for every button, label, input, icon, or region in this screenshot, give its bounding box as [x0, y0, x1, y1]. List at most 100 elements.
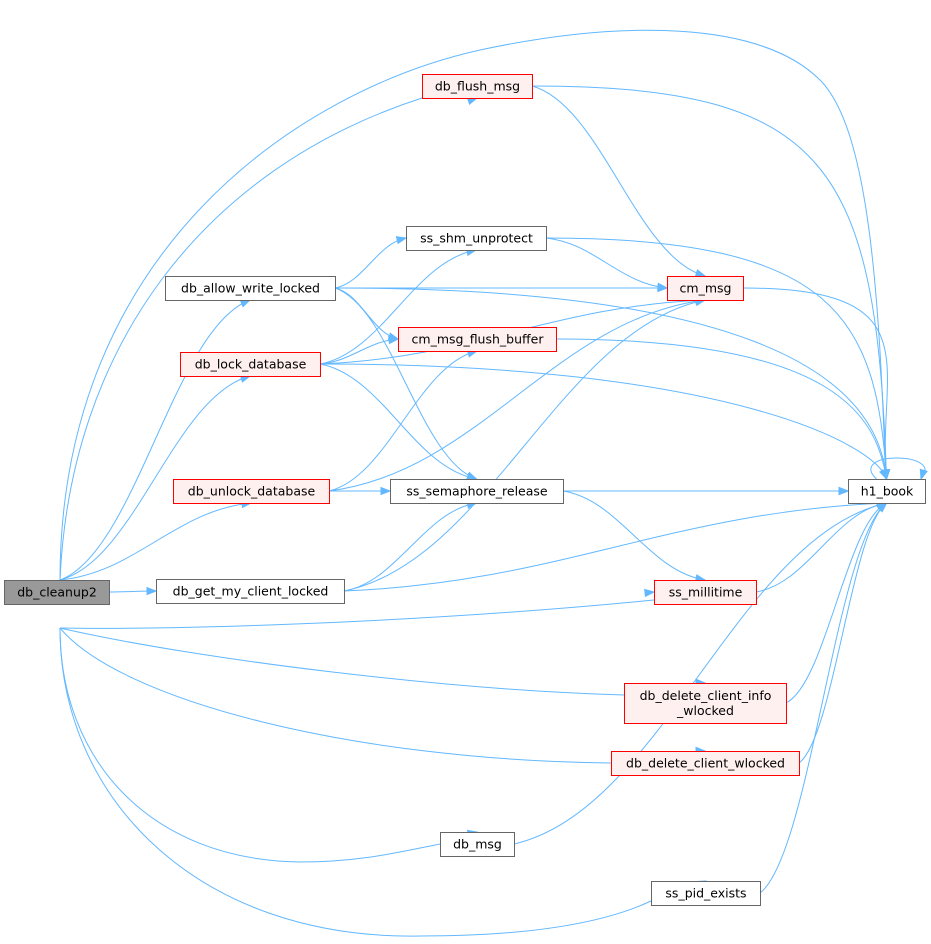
edge-line — [545, 237, 887, 480]
edge-line — [59, 627, 612, 764]
arrowhead — [239, 299, 252, 308]
edge-line — [755, 502, 887, 593]
edge-line — [531, 85, 887, 480]
arrowhead — [876, 502, 888, 513]
edge-line — [343, 502, 477, 592]
node-label: ss_pid_exists — [665, 886, 746, 901]
edge-line — [545, 237, 668, 289]
edge-line — [59, 627, 441, 863]
edge-db_cleanup2-to-db_allow_write_locked — [59, 299, 252, 581]
node-label: _wlocked — [676, 703, 734, 718]
edge-db_flush_msg-to-cm_msg — [531, 85, 707, 278]
edge-line — [59, 502, 252, 581]
edge-line — [59, 599, 655, 629]
node-label: db_get_my_client_locked — [173, 584, 329, 599]
node-db_delete_client_wlocked[interactable]: db_delete_client_wlocked — [611, 751, 800, 776]
edge-db_cleanup2-to-db_delete_client_wlocked — [59, 627, 707, 764]
arrowhead — [694, 269, 707, 278]
edge-db_cleanup2-to-db_get_my_client_locked — [108, 586, 158, 596]
edge-db_get_my_client_locked-to-ss_semaphore_release — [343, 500, 478, 592]
edge-db_allow_write_locked-to-ss_semaphore_release — [334, 287, 478, 480]
node-ss_pid_exists[interactable]: ss_pid_exists — [651, 881, 761, 906]
node-box — [165, 276, 336, 301]
node-db_msg[interactable]: db_msg — [440, 832, 515, 857]
node-label: cm_msg — [680, 281, 732, 296]
arrowhead — [880, 468, 890, 481]
node-db_lock_database[interactable]: db_lock_database — [180, 352, 321, 377]
node-label: db_unlock_database — [188, 484, 316, 499]
edge-line — [59, 29, 887, 581]
edge-ss_pid_exists-to-h1_book — [759, 502, 888, 894]
edge-db_cleanup2-to-db_delete_client_info_wlocked — [59, 627, 707, 696]
edge-db_allow_write_locked-to-ss_shm_unprotect — [334, 236, 408, 289]
node-db_delete_client_info_wlocked[interactable]: db_delete_client_info_wlocked — [624, 683, 787, 724]
node-db_cleanup2[interactable]: db_cleanup2 — [4, 580, 110, 605]
node-ss_millitime[interactable]: ss_millitime — [654, 580, 757, 605]
edge-db_cleanup2-to-db_msg — [59, 627, 479, 863]
node-cm_msg_flush_buffer[interactable]: cm_msg_flush_buffer — [398, 327, 557, 352]
edge-db_cleanup2-to-ss_pid_exists — [59, 627, 707, 937]
arrowhead — [919, 468, 928, 481]
node-box — [422, 74, 533, 99]
node-label: ss_shm_unprotect — [420, 231, 533, 246]
edge-db_cleanup2-to-db_lock_database — [59, 374, 252, 581]
edge-line — [742, 287, 888, 480]
edge-db_get_my_client_locked-to-h1_book — [343, 499, 888, 592]
edge-ss_shm_unprotect-to-h1_book — [545, 237, 891, 481]
edge-line — [59, 97, 423, 581]
edge-line — [343, 502, 887, 592]
edge-line — [59, 299, 251, 581]
node-box — [173, 479, 330, 504]
node-box — [440, 832, 515, 857]
node-box — [398, 327, 557, 352]
edge-line — [798, 502, 887, 764]
node-db_allow_write_locked[interactable]: db_allow_write_locked — [165, 276, 336, 301]
node-label: db_cleanup2 — [17, 585, 97, 600]
node-cm_msg[interactable]: cm_msg — [667, 276, 744, 301]
arrowhead — [146, 586, 158, 596]
node-label: db_delete_client_info — [640, 688, 772, 703]
node-label: cm_msg_flush_buffer — [412, 332, 545, 347]
arrowhead — [838, 486, 850, 496]
node-box — [180, 352, 321, 377]
edges-layer — [59, 29, 928, 937]
edge-cm_msg_flush_buffer-to-h1_book — [555, 338, 890, 481]
edge-line — [328, 350, 478, 492]
node-ss_shm_unprotect[interactable]: ss_shm_unprotect — [406, 226, 547, 251]
edge-line — [334, 287, 477, 480]
edge-line — [785, 502, 887, 704]
node-db_unlock_database[interactable]: db_unlock_database — [173, 479, 330, 504]
node-label: db_allow_write_locked — [181, 281, 320, 296]
node-box — [848, 479, 926, 504]
node-label: db_msg — [453, 837, 502, 852]
node-db_flush_msg[interactable]: db_flush_msg — [422, 74, 533, 99]
node-box — [624, 683, 787, 724]
edge-line — [343, 299, 706, 592]
node-box — [651, 881, 761, 906]
edge-line — [334, 287, 887, 480]
node-label: db_flush_msg — [435, 79, 520, 94]
edge-line — [319, 338, 399, 365]
edge-line — [870, 457, 926, 480]
edge-line — [555, 338, 887, 480]
node-box — [406, 226, 547, 251]
node-label: ss_millitime — [669, 585, 743, 600]
arrowhead — [657, 282, 669, 292]
node-label: db_lock_database — [195, 357, 307, 372]
edge-ss_semaphore_release-to-ss_millitime — [562, 490, 707, 583]
node-ss_semaphore_release[interactable]: ss_semaphore_release — [390, 479, 564, 504]
node-box — [654, 580, 757, 605]
edge-db_lock_database-to-cm_msg_flush_buffer — [319, 335, 400, 365]
edge-line — [59, 627, 652, 937]
edge-line — [334, 237, 407, 289]
node-db_get_my_client_locked[interactable]: db_get_my_client_locked — [156, 579, 345, 604]
edge-line — [319, 363, 477, 480]
arrowhead — [395, 236, 408, 245]
node-box — [156, 579, 345, 604]
edge-db_msg-to-h1_book — [513, 501, 888, 845]
node-label: h1_book — [861, 484, 914, 499]
node-h1_book[interactable]: h1_book — [848, 479, 926, 504]
arrowhead — [388, 335, 400, 345]
edge-h1_book-to-h1_book — [870, 457, 928, 481]
